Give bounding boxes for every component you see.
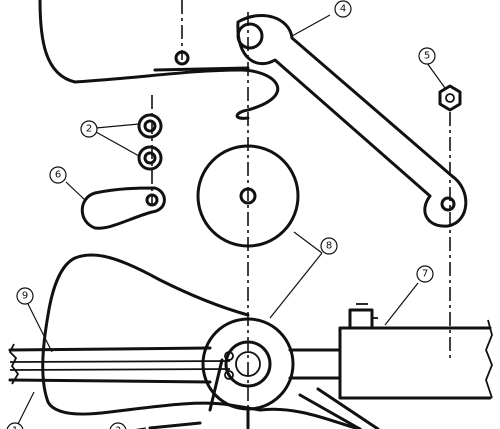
callout-8: 8: [320, 237, 338, 255]
leader-2b: [95, 131, 140, 157]
lower-plate-outline-top: [73, 253, 250, 317]
hub-bolt-lower: [224, 370, 234, 380]
bushing-upper-inner: [143, 119, 157, 133]
callout-7-label: 7: [422, 269, 428, 280]
leader-4: [291, 14, 331, 37]
hub-inner-ring: [224, 340, 272, 388]
callout-5: 5: [418, 47, 436, 65]
leader-7: [384, 282, 419, 326]
hub-bolt-upper: [224, 351, 234, 361]
link-arm: [236, 13, 468, 228]
callout-2-label: 2: [86, 124, 92, 135]
leader-2a: [95, 123, 140, 129]
top-plate-outline: [38, 0, 280, 120]
callout-6: 6: [49, 166, 67, 184]
callout-3-label: 3: [115, 426, 121, 429]
cylinder-fitting: [348, 308, 374, 330]
cylinder-break-mark: [485, 319, 493, 399]
arm-mid-line-1: [9, 360, 231, 363]
arm-mid-line-2: [9, 368, 231, 371]
top-plate: [38, 0, 280, 120]
hub-bore: [235, 351, 261, 377]
lower-plate-outline-left: [41, 256, 362, 429]
callout-7: 7: [416, 265, 434, 283]
small-link-outline: [80, 186, 166, 230]
callout-5-label: 5: [424, 51, 430, 62]
leader-8a: [293, 231, 323, 254]
arm-top-edge: [8, 346, 212, 352]
lower-diagonal-bar-2: [316, 387, 380, 429]
callout-3: 3: [109, 422, 127, 429]
leader-8b: [269, 252, 323, 319]
link-arm-lower-hole: [440, 196, 456, 212]
arm-break-mark: [8, 343, 20, 385]
callouts: 4 5 2 6 8 7 9 1: [6, 0, 436, 429]
lower-diagonal-bar: [298, 393, 362, 429]
cylinder-housing: [338, 303, 493, 400]
hex-nut-outline: [438, 84, 462, 112]
cylinder-outline: [338, 326, 492, 400]
callout-8-label: 8: [326, 241, 332, 252]
leader-lines: [17, 14, 446, 429]
callout-2: 2: [80, 120, 98, 138]
centerlines: [151, 12, 451, 429]
arm-bottom-edge: [8, 378, 212, 384]
callout-1: 1: [6, 422, 24, 429]
bushing-lower-inner: [143, 151, 157, 165]
bushings: [137, 113, 163, 171]
callout-9: 9: [16, 287, 34, 305]
lower-links: [148, 358, 380, 429]
link-arm-upper-hole: [236, 22, 264, 50]
hex-nut: [438, 84, 462, 112]
leader-9: [27, 303, 53, 353]
callout-4: 4: [334, 0, 352, 18]
callout-9-label: 9: [22, 291, 28, 302]
hex-nut-bore: [445, 93, 455, 103]
pulley-hub: [239, 187, 257, 205]
small-link: [80, 186, 166, 230]
leader-1: [17, 391, 35, 425]
callout-4-label: 4: [340, 4, 346, 15]
lower-shaft-piece: [148, 421, 202, 429]
pulley-rim: [196, 144, 300, 248]
callout-1-label: 1: [12, 426, 18, 429]
leader-5: [426, 62, 446, 89]
bushing-upper-outer: [137, 113, 163, 139]
lower-plate: [41, 253, 362, 429]
top-plate-bottom-edge: [153, 66, 250, 72]
bushing-lower-outer: [137, 145, 163, 171]
small-link-hole: [145, 193, 159, 207]
leader-6: [65, 181, 86, 201]
horizontal-arm: [8, 343, 342, 385]
lower-link-bar: [208, 358, 224, 412]
pulley: [196, 144, 300, 248]
callout-6-label: 6: [55, 170, 61, 181]
link-arm-outline: [236, 13, 468, 228]
